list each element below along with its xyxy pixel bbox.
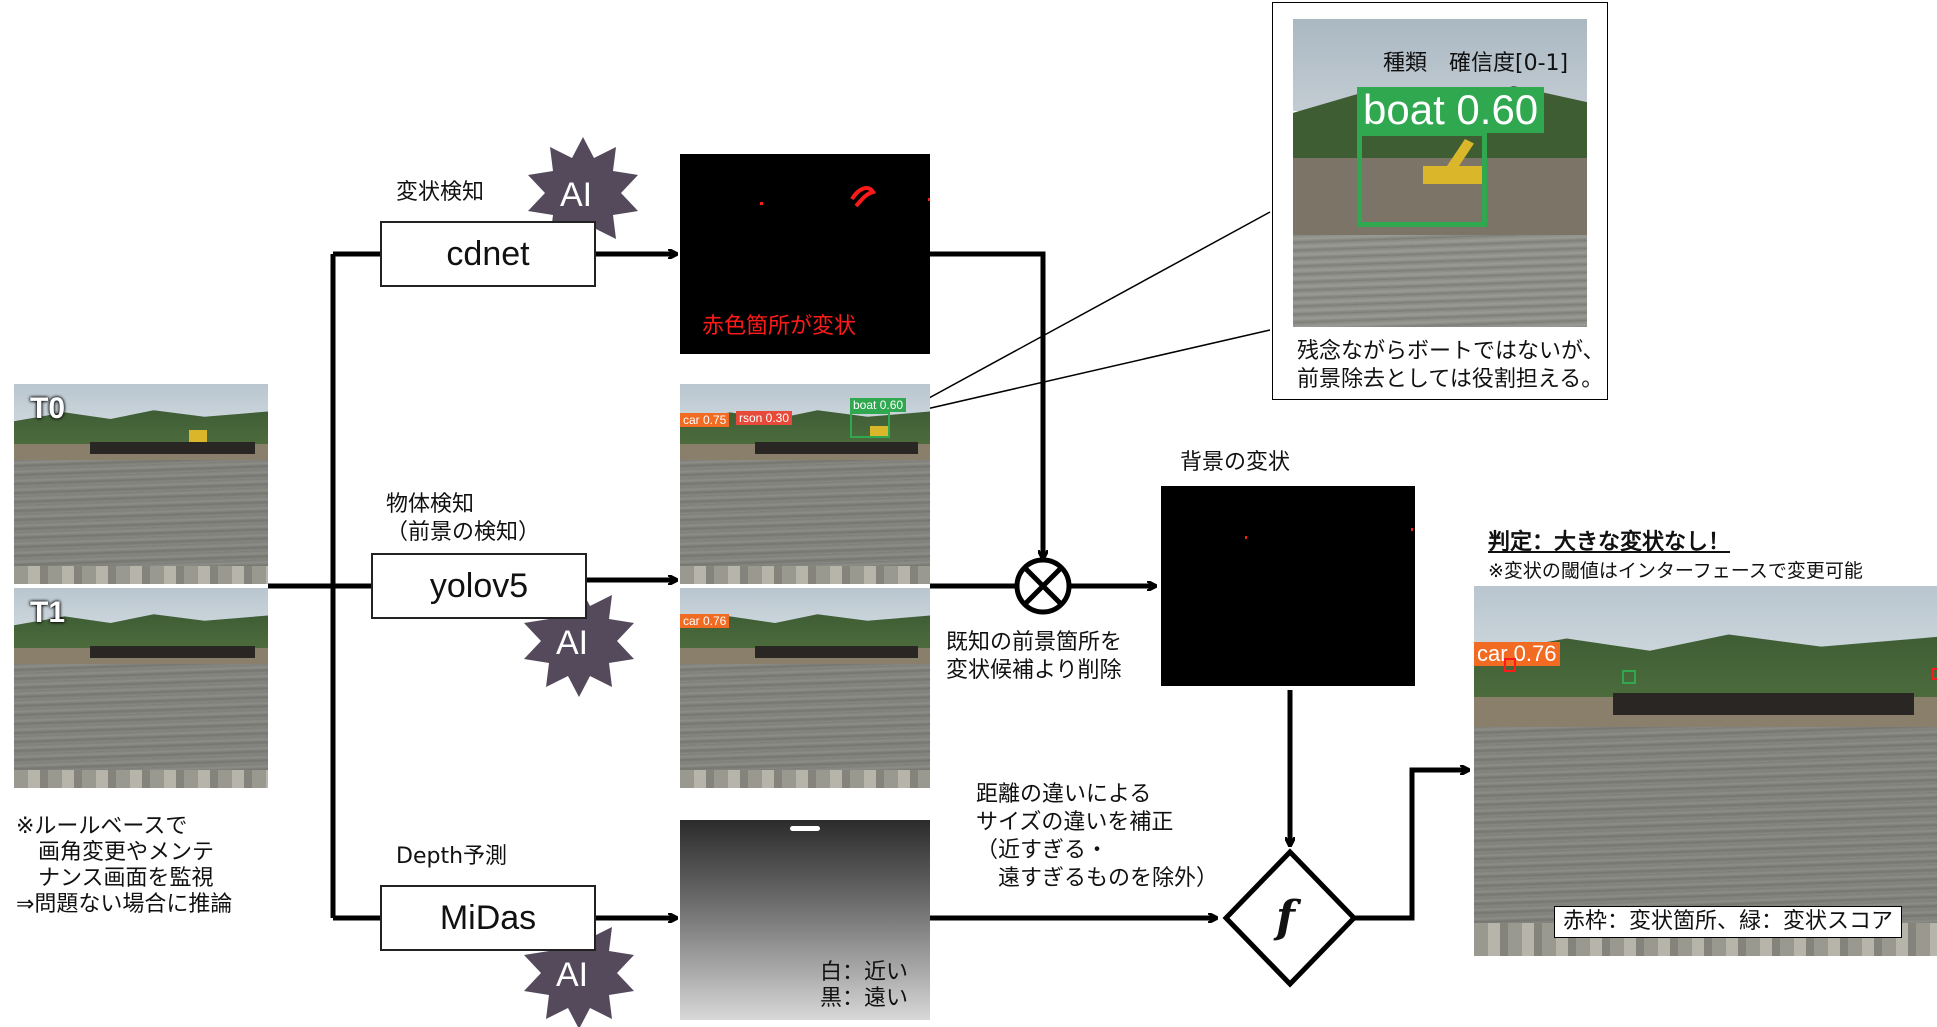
callout-zoom-image: 種類 確信度[0-1] boat 0.60 xyxy=(1293,19,1587,327)
midas-model-box: MiDas xyxy=(380,885,596,951)
yolo-caption-line: （前景の検知） xyxy=(386,520,541,545)
background-change-map xyxy=(1161,486,1415,686)
detection-box xyxy=(850,412,890,438)
callout-line-upper xyxy=(895,211,1271,417)
depth-legend-line: 黒：遠い xyxy=(820,986,909,1011)
result-detection-label: car 0.76 xyxy=(1474,642,1560,666)
t0-label: T0 xyxy=(30,392,66,425)
callout-detection-box xyxy=(1357,131,1487,227)
excavator-icon xyxy=(189,430,207,442)
depth-highlight xyxy=(790,826,820,831)
merge-note-line: 変状候補より削除 xyxy=(946,658,1122,683)
detection-image-t0: car 0.75 rson 0.30 boat 0.60 xyxy=(680,384,930,584)
detection-label: car 0.75 xyxy=(680,413,730,427)
rule-note-line: ⇒問題ない場合に推論 xyxy=(16,892,233,917)
depth-map-output: 白：近い 黒：遠い xyxy=(680,820,930,1020)
result-subtitle: ※変状の閾値はインターフェースで変更可能 xyxy=(1488,560,1863,582)
rule-note-line: 画角変更やメンテ xyxy=(16,840,215,865)
callout-note-line: 前景除去としては役割担える。 xyxy=(1297,367,1604,392)
change-box xyxy=(1504,658,1516,672)
merge-note-line: 既知の前景箇所を xyxy=(946,630,1123,655)
callout-header: 種類 確信度[0-1] xyxy=(1383,51,1569,76)
correction-note-line: （近すぎる・ xyxy=(976,838,1109,863)
input-image-t0: T0 xyxy=(14,384,268,584)
detection-label: car 0.76 xyxy=(680,614,730,628)
ai-badge-label: AI xyxy=(556,624,589,662)
yolo-caption-line: 物体検知 xyxy=(386,492,475,517)
correction-note-line: 遠すぎるものを除外） xyxy=(976,866,1219,891)
cdnet-model-box: cdnet xyxy=(380,221,596,287)
rule-based-note: ※ルールベースで 画角変更やメンテ ナンス画面を監視 ⇒問題ない場合に推論 xyxy=(16,814,232,918)
rule-note-line: ナンス画面を監視 xyxy=(16,866,214,891)
ai-badge-label: AI xyxy=(556,956,589,994)
t1-label: T1 xyxy=(30,596,66,629)
detection-label: boat 0.60 xyxy=(850,398,907,412)
depth-legend-line: 白：近い xyxy=(820,960,909,985)
correction-note-line: 距離の違いによる xyxy=(976,782,1152,807)
multiply-operator-icon xyxy=(1014,557,1072,615)
change-map-caption: 赤色箇所が変状 xyxy=(702,314,857,339)
callout-note-line: 残念ながらボートではないが、 xyxy=(1297,339,1605,364)
excavator-icon xyxy=(870,426,888,438)
function-symbol: f xyxy=(1276,892,1295,943)
change-map-output: 赤色箇所が変状 xyxy=(680,154,930,354)
result-legend: 赤枠：変状箇所、緑：変状スコア xyxy=(1554,906,1903,938)
cdnet-caption: 変状検知 xyxy=(396,180,485,205)
detection-label: rson 0.30 xyxy=(736,411,793,425)
background-change-title: 背景の変状 xyxy=(1180,450,1291,475)
change-marks xyxy=(760,186,930,208)
change-box xyxy=(1622,670,1636,684)
callout-panel: 種類 確信度[0-1] boat 0.60 残念ながらボートではないが、 前景除… xyxy=(1272,2,1608,400)
yolo-model-box: yolov5 xyxy=(371,553,587,619)
input-image-t1: T1 xyxy=(14,588,268,788)
function-diamond xyxy=(1222,848,1358,988)
result-image: car 0.76 赤枠：変状箇所、緑：変状スコア xyxy=(1474,586,1937,956)
detection-image-t1: car 0.76 xyxy=(680,588,930,788)
callout-detection-label: boat 0.60 xyxy=(1357,87,1545,133)
midas-caption: Depth予測 xyxy=(396,844,508,869)
result-title: 判定：大きな変状なし！ xyxy=(1488,530,1731,555)
correction-note-line: サイズの違いを補正 xyxy=(976,810,1174,835)
callout-line-lower xyxy=(895,329,1271,417)
ai-badge-label: AI xyxy=(560,176,593,214)
rule-note-line: ※ルールベースで xyxy=(16,814,188,839)
change-box xyxy=(1932,668,1937,680)
